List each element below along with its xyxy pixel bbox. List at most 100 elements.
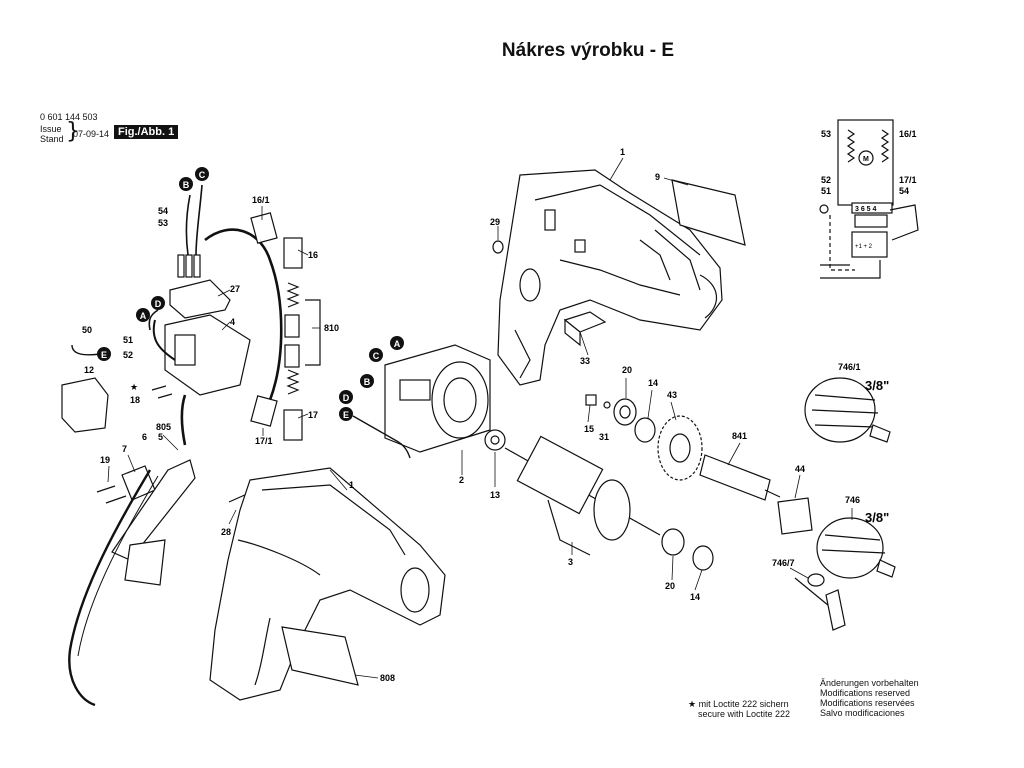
label-43: 43 <box>667 390 677 400</box>
loctite-note: ★ mit Loctite 222 sichern secure with Lo… <box>688 699 790 719</box>
label-9: 9 <box>655 172 660 182</box>
part-number: 0 601 144 503 <box>40 112 98 122</box>
screws <box>96 385 248 504</box>
cord-protector <box>124 539 166 586</box>
retainer-15 <box>585 394 597 406</box>
power-cord-inner <box>77 475 159 657</box>
keyless-chuck <box>804 377 891 443</box>
bearing-14-bottom <box>692 545 714 571</box>
lead-e <box>352 415 411 459</box>
ball-31 <box>603 401 611 409</box>
chuck-key <box>794 573 846 631</box>
label-20-bottom: 20 <box>665 581 675 591</box>
label-50: 50 <box>82 325 92 335</box>
issue-label: Issue <box>40 124 62 134</box>
label-1-bottom: 1 <box>349 480 354 490</box>
connector-markers: B C D A E A C B D E <box>97 167 404 421</box>
field-stator <box>384 344 491 453</box>
label-27: 27 <box>230 284 240 294</box>
switch-assembly <box>164 254 251 396</box>
label-51: 51 <box>123 335 133 345</box>
loctite-marker: ★ <box>130 382 138 392</box>
label-16-1: 16/1 <box>252 195 270 205</box>
cable-to-805 <box>180 394 187 446</box>
label-31: 31 <box>599 432 609 442</box>
keyed-chuck <box>816 517 896 579</box>
schematic-label-53: 53 <box>821 129 831 139</box>
schematic-label-17-1: 17/1 <box>899 175 917 185</box>
schematic-label-54: 54 <box>899 186 909 196</box>
connector-b-top: B <box>183 180 190 190</box>
label-746-1: 746/1 <box>838 362 861 372</box>
connector-e-right: E <box>343 410 349 420</box>
armature <box>504 435 661 556</box>
label-810: 810 <box>324 323 339 333</box>
label-14-top: 14 <box>648 378 658 388</box>
label-28: 28 <box>221 527 231 537</box>
label-52: 52 <box>123 350 133 360</box>
figure-badge: Fig./Abb. 1 <box>114 125 179 139</box>
connector-a-right: A <box>394 339 401 349</box>
connector-a-left: A <box>140 311 147 321</box>
slide-switch <box>563 311 607 347</box>
sleeve-44 <box>777 497 813 535</box>
housing-half-bottom <box>209 467 446 701</box>
part-labels: 1 9 29 33 16/1 16 810 17 17/1 54 53 27 4… <box>82 129 917 683</box>
changes-note-es: Salvo modificaciones <box>820 708 905 718</box>
label-17-1: 17/1 <box>255 436 273 446</box>
cable-clamp <box>111 459 196 561</box>
schematic-label-16-1: 16/1 <box>899 129 917 139</box>
wire-main <box>204 228 283 411</box>
label-18: 18 <box>130 395 140 405</box>
brace-glyph: } <box>66 119 80 144</box>
power-cord <box>68 469 152 707</box>
wiring-schematic <box>819 119 919 279</box>
nameplate <box>671 179 746 246</box>
schematic-switch: +1 + 2 <box>855 244 873 250</box>
label-1-top: 1 <box>620 147 625 157</box>
page-title: Nákres výrobku - E <box>501 40 675 61</box>
label-7: 7 <box>122 444 127 454</box>
schematic-label-51: 51 <box>821 186 831 196</box>
label-54: 54 <box>158 206 168 216</box>
label-12: 12 <box>84 365 94 375</box>
label-841: 841 <box>732 431 747 441</box>
wire-a <box>152 319 176 361</box>
bearing-rear <box>484 429 506 451</box>
label-808: 808 <box>380 673 395 683</box>
carbon-brushes-springs <box>284 282 321 395</box>
connector-e-left: E <box>101 350 107 360</box>
label-16: 16 <box>308 250 318 260</box>
brush-holder-lower <box>250 395 303 441</box>
label-14-bottom: 14 <box>690 592 700 602</box>
issue-stand-labels: Issue Stand <box>40 124 64 144</box>
loctite-note-en: secure with Loctite 222 <box>698 709 791 719</box>
label-29: 29 <box>490 217 500 227</box>
suppressor-cover <box>61 377 109 433</box>
wire-e <box>71 344 101 356</box>
label-746: 746 <box>845 495 860 505</box>
loctite-note-de: mit Loctite 222 sichern <box>698 699 789 709</box>
changes-note-fr: Modifications reservées <box>820 698 915 708</box>
housing-half-top <box>497 169 723 386</box>
label-6: 6 <box>142 432 147 442</box>
connector-c-top: C <box>199 170 206 180</box>
label-746-7: 746/7 <box>772 558 795 568</box>
label-20-top: 20 <box>622 365 632 375</box>
changes-note-de: Änderungen vorbehalten <box>820 678 919 688</box>
label-3: 3 <box>568 557 573 567</box>
bearing-20-top <box>613 398 637 426</box>
connector-c-right: C <box>373 351 380 361</box>
wire-c <box>195 184 203 256</box>
label-53: 53 <box>158 218 168 228</box>
bearing-14-top <box>634 417 656 443</box>
label-15: 15 <box>584 424 594 434</box>
stand-label: Stand <box>40 134 64 144</box>
label-17: 17 <box>308 410 318 420</box>
bearing-20-bottom <box>661 528 685 556</box>
changes-note-en: Modifications reserved <box>820 688 911 698</box>
o-ring <box>492 240 504 254</box>
chuck-size-bottom: 3/8" <box>865 510 889 525</box>
gear-43 <box>657 415 703 481</box>
